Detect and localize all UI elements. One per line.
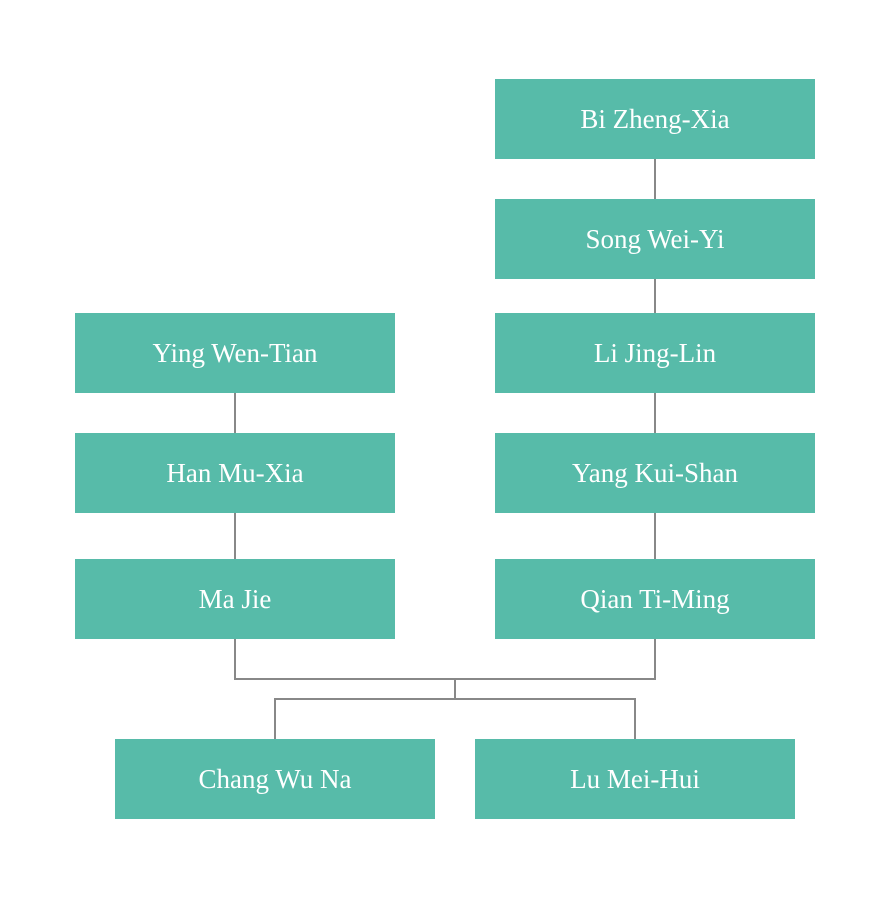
person-name: Ma Jie [198, 583, 272, 614]
person-node-bi-zheng-xia: Bi Zheng-Xia [495, 79, 815, 159]
person-name: Han Mu-Xia [166, 457, 304, 488]
person-name: Li Jing-Lin [593, 337, 717, 368]
person-name: Qian Ti-Ming [580, 583, 730, 614]
person-node-ying-wen-tian: Ying Wen-Tian [75, 313, 395, 393]
person-node-qian-ti-ming: Qian Ti-Ming [495, 559, 815, 639]
person-name: Yang Kui-Shan [571, 457, 739, 488]
person-node-han-mu-xia: Han Mu-Xia [75, 433, 395, 513]
person-node-chang-wu-na: Chang Wu Na [115, 739, 435, 819]
person-node-song-wei-yi: Song Wei-Yi [495, 199, 815, 279]
person-name: Ying Wen-Tian [152, 337, 318, 368]
person-node-lu-mei-hui: Lu Mei-Hui [475, 739, 795, 819]
person-name: Bi Zheng-Xia [580, 103, 730, 134]
person-name: Song Wei-Yi [585, 223, 725, 254]
person-name: Chang Wu Na [198, 763, 352, 794]
person-node-ma-jie: Ma Jie [75, 559, 395, 639]
person-node-li-jing-lin: Li Jing-Lin [495, 313, 815, 393]
person-node-yang-kui-shan: Yang Kui-Shan [495, 433, 815, 513]
person-name: Lu Mei-Hui [570, 763, 700, 794]
